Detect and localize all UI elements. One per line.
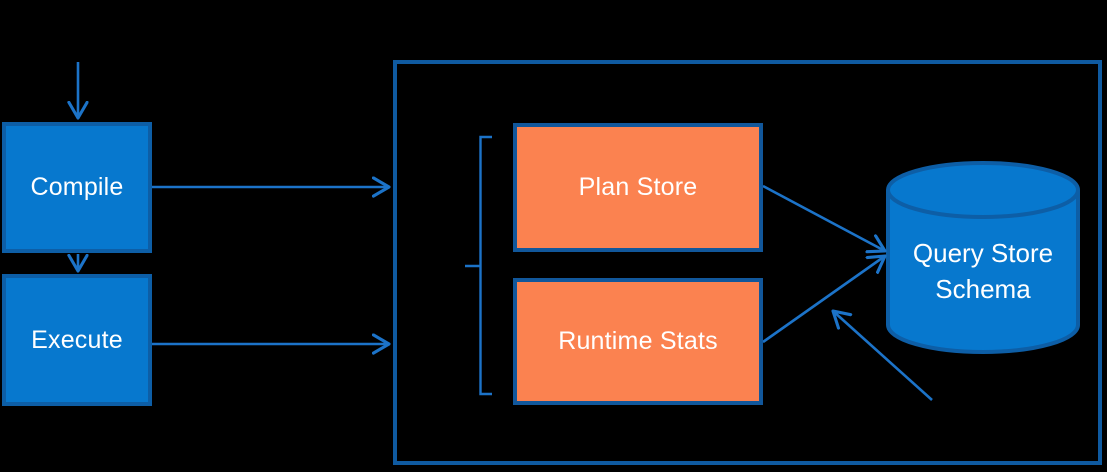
query-store-container-box: [393, 60, 1102, 465]
plan-store-label: Plan Store: [578, 173, 698, 201]
database-cylinder-icon: [886, 161, 1080, 354]
arrow-runtime-stats-to-schema: [762, 256, 885, 344]
arrow-plan-store-to-schema: [762, 184, 885, 251]
grouping-brace-icon: [465, 135, 492, 396]
compile-node: Compile: [2, 122, 152, 253]
query-store-schema-label: Query Store Schema: [912, 238, 1054, 304]
compile-label: Compile: [30, 173, 124, 201]
runtime-stats-node: Runtime Stats: [513, 278, 763, 405]
arrow-diagonal-to-schema: [833, 311, 933, 401]
plan-store-node: Plan Store: [513, 123, 763, 252]
execute-node: Execute: [2, 274, 152, 406]
runtime-stats-label: Runtime Stats: [558, 327, 718, 355]
database-cylinder-top: [886, 161, 1080, 219]
execute-label: Execute: [31, 325, 123, 354]
database-cylinder-body: [886, 190, 1080, 354]
